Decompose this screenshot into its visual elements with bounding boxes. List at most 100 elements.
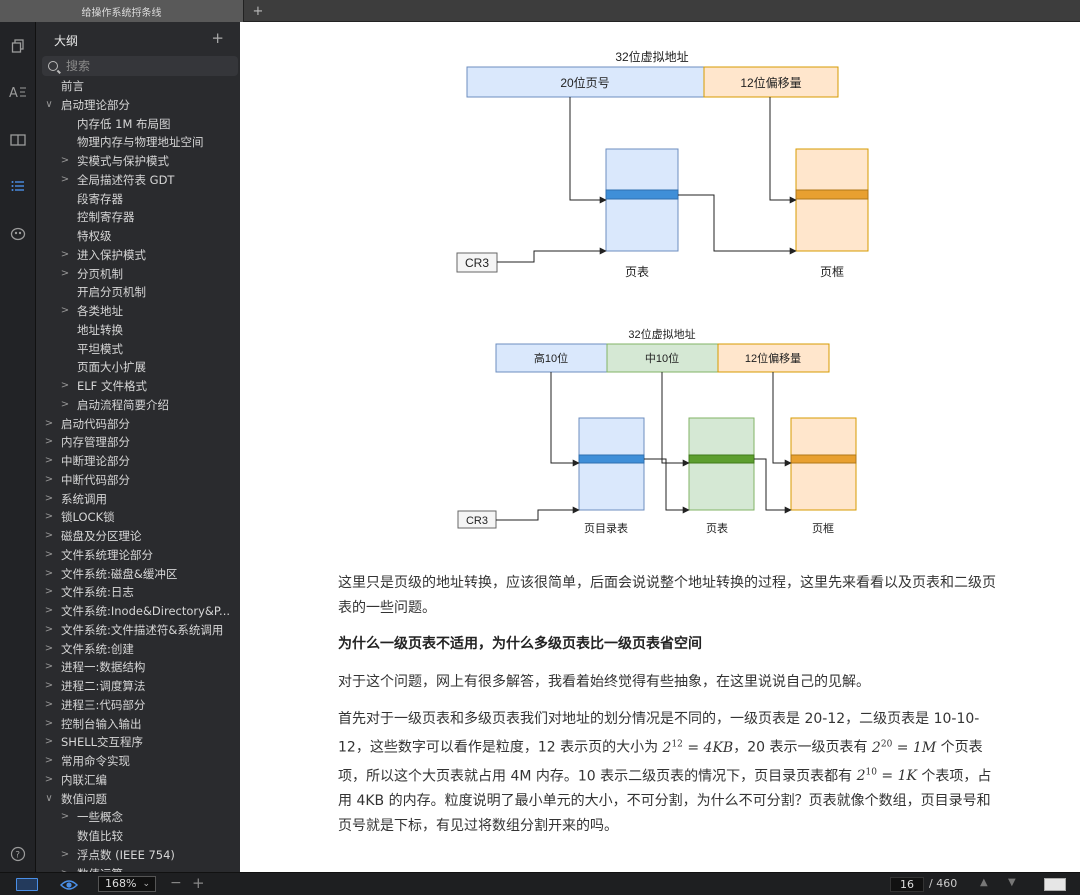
outline-item[interactable]: > 一些概念 [36,808,240,827]
chevron-right-icon[interactable]: > [44,623,54,635]
chevron-right-icon[interactable]: > [44,473,54,485]
outline-item[interactable]: >内存管理部分 [36,433,240,452]
outline-item[interactable]: >浮点数 (IEEE 754) [36,846,240,865]
chevron-right-icon[interactable]: > [60,155,70,166]
chevron-right-icon[interactable]: > [60,865,70,873]
zoom-in-button[interactable]: + [192,874,205,892]
diagram1-table-label: 页表 [625,265,649,279]
document-tab[interactable]: 给操作系统捋条线 [0,0,244,22]
chevron-right-icon[interactable]: > [44,492,54,504]
eye-icon[interactable] [59,877,79,891]
outline-item[interactable]: >文件系统:文件描述符&系统调用 [36,621,240,640]
chevron-right-icon[interactable]: > [44,511,54,523]
diagram-single-level: 32位虚拟地址 20位页号 12位偏移量 页表 页框 CR3 [456,49,869,279]
chevron-right-icon[interactable]: > [60,173,70,185]
outline-item[interactable]: >文件系统:磁盘&缓冲区 [36,565,240,584]
outline-item[interactable]: >进程一:数据结构 [36,658,240,677]
previous-page-button[interactable]: ▲ [980,877,988,888]
search-input[interactable] [66,59,226,73]
chevron-right-icon[interactable]: > [44,436,54,448]
chevron-right-icon[interactable]: > [44,755,54,766]
outline-icon[interactable] [0,174,36,198]
outline-item[interactable]: >系统调用 [36,490,240,509]
next-page-button[interactable]: ▼ [1008,877,1016,888]
outline-item[interactable]: >进程三:代码部分 [36,696,240,715]
outline-item[interactable]: 前言 [36,77,240,96]
outline-item[interactable]: >文件系统:创建 [36,640,240,659]
new-tab-button[interactable]: + [252,3,264,19]
outline-item[interactable]: >文件系统:日志 [36,583,240,602]
chevron-right-icon[interactable]: > [44,773,54,785]
page-number-input[interactable]: 16 [890,877,924,892]
chevron-right-icon[interactable]: > [44,530,54,541]
outline-item[interactable]: >锁LOCK锁 [36,508,240,527]
outline-item[interactable]: 段寄存器 [36,190,240,209]
outline-item[interactable]: >实模式与保护模式 [36,152,240,171]
outline-item[interactable]: >数值运算 [36,865,240,873]
outline-item[interactable]: >中断理论部分 [36,452,240,471]
outline-item[interactable]: >SHELL交互程序 [36,733,240,752]
chevron-right-icon[interactable]: > [44,680,54,691]
outline-item[interactable]: >各类地址 [36,302,240,321]
chevron-down-icon[interactable]: ∨ [45,792,53,804]
chevron-right-icon[interactable]: > [44,605,54,616]
chevron-right-icon[interactable]: > [60,248,70,260]
chevron-right-icon[interactable]: > [60,398,70,410]
chevron-right-icon[interactable]: > [60,848,70,860]
outline-item[interactable]: 物理内存与物理地址空间 [36,133,240,152]
outline-add-button[interactable]: + [211,29,224,47]
outline-item-label: 平坦模式 [77,341,123,356]
outline-item[interactable]: >磁盘及分区理论 [36,527,240,546]
book-icon[interactable] [0,128,36,152]
outline-item[interactable]: 页面大小扩展 [36,358,240,377]
outline-item[interactable]: ∨数值问题 [36,790,240,809]
outline-item[interactable]: >进入保护模式 [36,246,240,265]
outline-item[interactable]: >启动代码部分 [36,415,240,434]
outline-item[interactable]: 开启分页机制 [36,283,240,302]
outline-item[interactable]: ∨启动理论部分 [36,96,240,115]
outline-item-label: 特权级 [77,229,112,243]
copy-icon[interactable] [0,34,36,58]
chevron-right-icon[interactable]: > [44,698,54,710]
outline-item[interactable]: >分页机制 [36,265,240,284]
zoom-select[interactable]: 168%⌄ [98,876,156,892]
outline-item[interactable]: >全局描述符表 GDT [36,171,240,190]
chevron-right-icon[interactable]: > [60,305,70,316]
outline-item[interactable]: >控制台输入输出 [36,715,240,734]
outline-item[interactable]: >启动流程简要介绍 [36,396,240,415]
diagram1-offset-field-label: 12位偏移量 [740,75,801,90]
font-icon[interactable]: A [0,80,36,104]
outline-item[interactable]: 数值比较 [36,827,240,846]
chevron-right-icon[interactable]: > [44,548,54,560]
outline-item[interactable]: >进程二:调度算法 [36,677,240,696]
outline-item[interactable]: >文件系统:Inode&Directory&P... [36,602,240,621]
chevron-right-icon[interactable]: > [60,811,70,823]
view-mode-button[interactable] [1044,878,1066,891]
chevron-right-icon[interactable]: > [44,417,54,429]
help-icon[interactable]: ? [0,842,36,866]
chevron-right-icon[interactable]: > [44,586,54,598]
bird-icon[interactable] [0,222,36,246]
chevron-right-icon[interactable]: > [44,642,54,654]
outline-item[interactable]: >内联汇编 [36,771,240,790]
sidebar-toggle-button[interactable] [16,878,38,891]
outline-item[interactable]: 平坦模式 [36,340,240,359]
chevron-right-icon[interactable]: > [44,736,54,748]
chevron-right-icon[interactable]: > [44,717,54,729]
outline-item[interactable]: 控制寄存器 [36,208,240,227]
chevron-right-icon[interactable]: > [60,267,70,279]
outline-item[interactable]: >常用命令实现 [36,752,240,771]
chevron-down-icon[interactable]: ∨ [45,98,53,110]
chevron-right-icon[interactable]: > [60,380,70,391]
chevron-right-icon[interactable]: > [44,567,54,579]
outline-item[interactable]: >文件系统理论部分 [36,546,240,565]
zoom-out-button[interactable]: − [170,875,182,891]
outline-item[interactable]: 地址转换 [36,321,240,340]
chevron-right-icon[interactable]: > [44,661,54,673]
outline-item[interactable]: >ELF 文件格式 [36,377,240,396]
outline-item[interactable]: 内存低 1M 布局图 [36,115,240,134]
outline-item[interactable]: >中断代码部分 [36,471,240,490]
outline-item[interactable]: 特权级 [36,227,240,246]
chevron-right-icon[interactable]: > [44,455,54,466]
outline-item-label: 一些概念 [77,810,123,825]
